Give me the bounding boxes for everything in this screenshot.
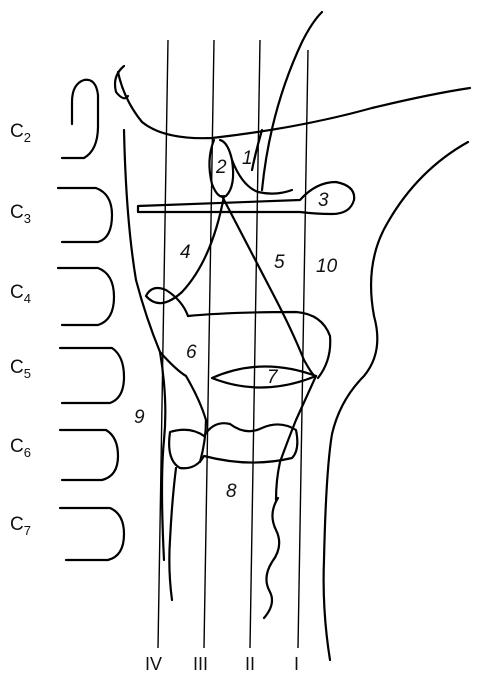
structure-number-7: 7 (267, 367, 279, 388)
structure-numbers: 1 2 3 4 5 6 7 8 9 10 (134, 148, 338, 502)
label-c3: C3 (10, 202, 31, 226)
larynx-posterior (160, 352, 206, 462)
mandible-inner (252, 130, 262, 170)
vertebrae (58, 80, 124, 560)
structure-number-5: 5 (274, 252, 285, 273)
larynx-anterior (276, 376, 316, 500)
vertebra-c2-outline (62, 80, 98, 158)
structure-number-1: 1 (242, 148, 253, 169)
vertebra-c7-outline (60, 508, 124, 560)
vertebra-c4-outline (58, 268, 114, 325)
label-c7: C7 (10, 514, 31, 538)
label-c5: C5 (10, 357, 31, 381)
label-c2: C2 (10, 121, 31, 145)
epiglottis-right (222, 196, 316, 376)
structure-number-3: 3 (318, 190, 329, 211)
vertebra-c6-outline (60, 430, 118, 480)
line-label-iv: IV (145, 654, 162, 674)
line-label-i: I (294, 654, 299, 674)
line-label-ii: II (245, 654, 255, 674)
label-c4: C4 (10, 282, 31, 306)
vertebra-labels: C2 C3 C4 C5 C6 C7 (10, 121, 31, 538)
structure-number-10: 10 (316, 256, 338, 277)
vocal-fold (212, 366, 316, 387)
reference-line-ii (250, 40, 260, 648)
label-c6: C6 (10, 436, 31, 460)
cricoid-outline (169, 423, 297, 468)
posterior-pharyngeal-wall (124, 130, 165, 560)
structure-number-6: 6 (186, 342, 197, 363)
structure-number-8: 8 (226, 481, 237, 502)
vertebra-c5-outline (60, 348, 124, 403)
mandible-curve (262, 12, 322, 190)
anatomy-contours (115, 12, 470, 660)
vertebra-c3-outline (58, 188, 112, 242)
structure-number-9: 9 (134, 407, 145, 428)
reference-lines (158, 40, 308, 648)
skin-contour (324, 142, 468, 660)
trachea-line (264, 498, 279, 618)
structure-number-4: 4 (180, 242, 191, 263)
reference-line-iii (204, 40, 214, 648)
line-label-iii: III (193, 654, 208, 674)
structure-number-2: 2 (215, 157, 227, 178)
esophagus-line (169, 468, 176, 600)
line-labels: IV III II I (145, 654, 299, 674)
palate-contour (118, 72, 470, 138)
